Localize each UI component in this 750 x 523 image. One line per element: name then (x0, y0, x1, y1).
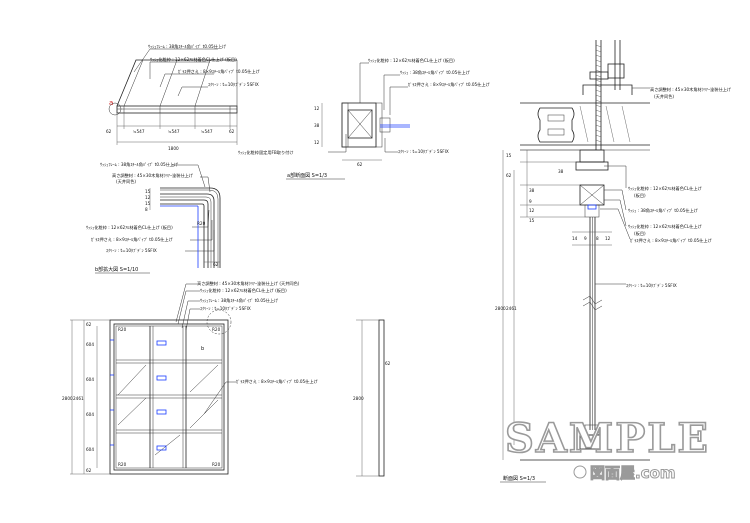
front-r20-bl: R20 (118, 462, 127, 467)
watermark-text: SAMPLE (505, 415, 710, 462)
bdet-dim-1: 12 (145, 195, 151, 200)
sec-small-0: 14 (572, 236, 578, 241)
sec-dim-5: 15 (529, 218, 535, 223)
front-elevation: 高さ調整材 : 45×30木角材ｸﾘｱｰ塗装仕上げ (天井同色) ｻｯｼｭ化粧枠… (62, 280, 319, 475)
bdet-label-2: 高さ調整材 : 45×30木角材ｸﾘｱｰ塗装仕上げ (112, 172, 194, 179)
bdet-label-6: ｽｸﾘｰﾝ : t=10ﾀﾌﾞﾃﾞﾝ 5SFIX (106, 248, 157, 254)
asec-label-3: ｶﾞﾗｽ押さえ : 8×9ｽﾁｰﾙ角ﾊﾟｲﾌﾟ t0.05仕上げ (408, 81, 491, 88)
asec-label-5: ｽｸﾘｰﾝ : t=10ﾀﾌﾞﾃﾞﾝ 5SFIX (398, 149, 449, 155)
asec-label-2: ｻｯｼｭ : 38角ｽﾁｰﾙ角ﾊﾟｲﾌﾟ t0.05仕上げ (400, 69, 471, 76)
asec-caption: a部断面図 S=1/3 (287, 172, 327, 179)
sec-dim-0: 15 (506, 153, 512, 158)
sec-dim-2: 38 (529, 188, 535, 193)
top-label-4: ｽｸﾘｰﾝ : t=10ﾀﾌﾞﾃﾞﾝ 5SFIX (208, 82, 259, 88)
front-dim-total: 2800 (62, 396, 73, 401)
front-r20-tr: R20 (212, 327, 221, 332)
sec-label-6: ｻｯｼｭ化粧枠 : 12×62ｱﾙ材着色CL仕上げ (628, 223, 703, 230)
asec-label-1: ｻｯｼｭ化粧枠 : 12×62ｱﾙ材着色CL仕上げ (板目) (368, 57, 455, 64)
top-label-3: ｶﾞﾗｽ押さえ : 8×9ｽﾁｰﾙ角ﾊﾟｲﾌﾟ t0.05仕上げ (178, 68, 261, 75)
bdet-dim-0: 15 (145, 189, 151, 194)
sec-label-7: (板目) (634, 230, 646, 237)
side-elevation: 2800 62 (353, 319, 391, 477)
sec-dim-4: 12 (529, 208, 535, 213)
sec-dim-38: 38 (558, 169, 564, 174)
sec-label-2: (天井同色) (654, 93, 674, 100)
sec-dim-3: 9 (529, 199, 532, 204)
top-dim-2: ≒547 (168, 129, 180, 134)
bdet-caption: b部拡大図 S=1/10 (95, 266, 138, 273)
front-label-3: ｻｯｼｭﾌﾚｰﾑ : 38角ｽﾁｰﾙ角ﾊﾟｲﾌﾟ t0.05仕上げ (200, 297, 279, 304)
asec-dim-1: 38 (314, 123, 320, 128)
top-marker-a: a (109, 99, 113, 107)
sec-small-3: 12 (605, 236, 611, 241)
bdet-dim-3: 8 (145, 207, 148, 212)
front-r20-br: R20 (212, 462, 221, 467)
sec-label-9: ｽｸﾘｰﾝ : t=10ﾀﾌﾞﾃﾞﾝ 5SFIX (626, 283, 677, 289)
a-section: ｻｯｼｭ化粧枠 : 12×62ｱﾙ材着色CL仕上げ (板目) ｻｯｼｭ : 38… (238, 57, 491, 180)
sec-label-5: ｻｯｼｭ : 38角ｽﾁｰﾙ角ﾊﾟｲﾌﾟ t0.05仕上げ (628, 207, 699, 214)
front-dim-5: 62 (86, 468, 92, 473)
front-dim-1: 604 (86, 342, 94, 347)
bdet-dim-bottom: 62 (213, 262, 219, 267)
sec-label-1: 高さ調整材 : 45×30木角材ｸﾘｱｰ塗装仕上げ (650, 86, 732, 93)
front-marker-b: b (201, 346, 204, 352)
bdet-label-3: (天井同色) (116, 178, 136, 185)
sec-small-2: 8 (596, 236, 599, 241)
front-label-5: ｶﾞﾗｽ押さえ : 8×9ｽﾁｰﾙ角ﾊﾟｲﾌﾟ t0.05仕上げ (236, 378, 319, 385)
sec-caption: 断面図 S=1/3 (503, 475, 535, 482)
asec-dim-3: 62 (357, 162, 363, 167)
asec-dim-0: 12 (314, 106, 320, 111)
top-label-2: ｻｯｼｭ化粧枠 : 12×62ｱﾙ材着色CL仕上げ (板目) (150, 56, 237, 63)
top-dim-3: ≒547 (201, 129, 213, 134)
side-dim-width: 62 (385, 361, 391, 366)
front-dim-4: 604 (86, 447, 94, 452)
sec-label-4: (板目) (634, 192, 646, 199)
sec-dim-inner: 2461 (506, 306, 517, 311)
section-view: 15 62 38 9 12 15 2800 2461 14 9 8 12 38 … (495, 40, 732, 483)
front-dim-3: 604 (86, 412, 94, 417)
asec-label-4: ｻｯｼｭ化粧枠固定用FB取り付け (238, 149, 294, 156)
bdet-label-1: ｻｯｼｭﾌﾚｰﾑ : 38角ｽﾁｰﾙ角ﾊﾟｲﾌﾟ t0.05仕上げ (100, 161, 179, 168)
front-label-1: 高さ調整材 : 45×30木角材ｸﾘｱｰ塗装仕上げ (天井同色) (197, 280, 300, 287)
watermark-site: 図面屋.com (590, 464, 676, 482)
bdet-label-4: ｻｯｼｭ化粧枠 : 12×62ｱﾙ材着色CL仕上げ (板目) (86, 224, 173, 231)
top-dim-1: ≒547 (133, 129, 145, 134)
sec-small-1: 9 (584, 236, 587, 241)
top-elevation: ｻｯｼｭﾌﾚｰﾑ : 38角ｽﾁｰﾙ角ﾊﾟｲﾌﾟ t0.05仕上げ ｻｯｼｭ化粧… (106, 43, 261, 151)
front-r20-tl: R20 (118, 327, 127, 332)
front-dim-0: 62 (86, 322, 92, 327)
side-dim-total: 2800 (353, 396, 364, 401)
sample-watermark: SAMPLE 図面屋.com (504, 414, 710, 482)
asec-dim-2: 12 (314, 140, 320, 145)
bdet-dim-2: 15 (145, 201, 151, 206)
front-dim-inner: 2461 (73, 396, 84, 401)
b-detail: ｻｯｼｭﾌﾚｰﾑ : 38角ｽﾁｰﾙ角ﾊﾟｲﾌﾟ t0.05仕上げ 高さ調整材 … (86, 161, 221, 274)
sec-dim-1: 62 (506, 173, 512, 178)
top-dim-4: 62 (229, 129, 235, 134)
top-frame (116, 105, 238, 114)
front-label-2: ｻｯｼｭ化粧枠 : 12×62ｱﾙ材着色CL仕上げ (板目) (200, 287, 287, 294)
front-label-4: ｽｸﾘｰﾝ : t=10ﾀﾌﾞﾃﾞﾝ 5SFIX (200, 306, 251, 312)
bdet-r20: R20 (197, 221, 206, 226)
top-label-1: ｻｯｼｭﾌﾚｰﾑ : 38角ｽﾁｰﾙ角ﾊﾟｲﾌﾟ t0.05仕上げ (148, 43, 227, 50)
top-dim-total: 1800 (168, 146, 179, 151)
sec-label-3: ｻｯｼｭ化粧枠 : 12×62ｱﾙ材着色CL仕上げ (628, 185, 703, 192)
bdet-label-5: ｶﾞﾗｽ押さえ : 8×9ｽﾁｰﾙ角ﾊﾟｲﾌﾟ t0.05仕上げ (91, 236, 174, 243)
top-dim-0: 62 (106, 129, 112, 134)
front-dim-2: 604 (86, 377, 94, 382)
watermark-logo-icon (573, 465, 587, 479)
sec-dim-total: 2800 (495, 306, 506, 311)
sec-label-8: ｶﾞﾗｽ押さえ : 8×9ｽﾁｰﾙ角ﾊﾟｲﾌﾟ t0.05仕上げ (630, 237, 713, 244)
